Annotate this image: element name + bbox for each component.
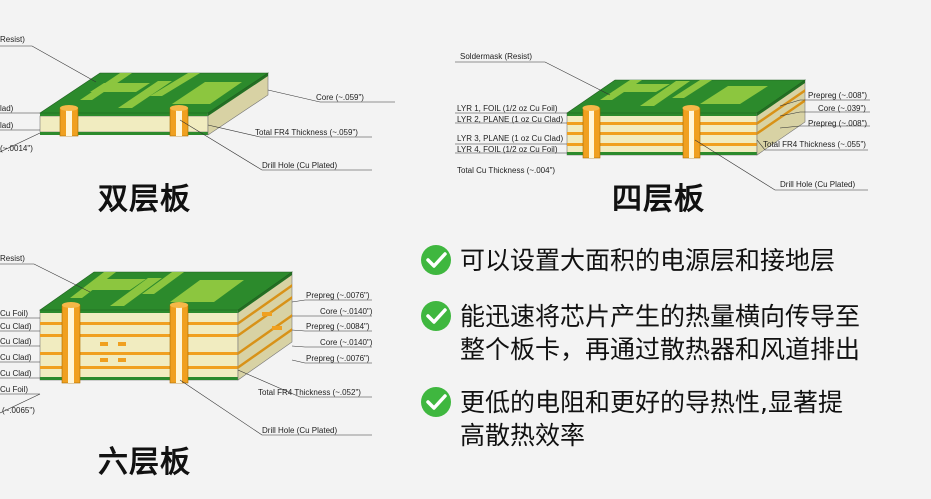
check-icon <box>421 301 451 331</box>
bullet-text: 整个板卡，再通过散热器和风道排出 <box>460 335 861 364</box>
lyr3-label: LYR 3, PLANE (1 oz Cu Clad) <box>457 134 564 143</box>
core-label: Core (~.039") <box>818 104 866 113</box>
six-layer-title: 六层板 <box>98 445 191 480</box>
soldermask-label: Soldermask (Resist) <box>460 52 533 61</box>
drill-hole-label: Drill Hole (Cu Plated) <box>262 426 338 435</box>
layer-label: Cu Foil) <box>0 309 29 318</box>
resist-label: Resist) <box>0 254 25 263</box>
layer-label: Cu Clad) <box>0 322 32 331</box>
bullet-text: 能迅速将芯片产生的热量横向传导至 <box>460 302 861 331</box>
lyr2-label: LYR 2, PLANE (1 oz Cu Clad) <box>457 115 564 124</box>
prepreg-label: Prepreg (~.0076") <box>306 291 370 300</box>
lyr1-label: LYR 1, FOIL (1/2 oz Cu Foil) <box>457 104 558 113</box>
four-layer-title: 四层板 <box>612 182 705 217</box>
layer-label: Cu Clad) <box>0 353 32 362</box>
prepreg-label: Prepreg (~.0076") <box>306 354 370 363</box>
prepreg-label: Prepreg (~.008") <box>808 119 868 128</box>
core-label: Core (~.059") <box>316 93 364 102</box>
total-thickness-label: Total FR4 Thickness (~.059") <box>255 128 358 137</box>
six-layer-board <box>0 263 372 436</box>
prepreg-label: Prepreg (~.008") <box>808 91 868 100</box>
resist-label: Resist) <box>0 35 25 44</box>
layer-label: Cu Clad) <box>0 337 32 346</box>
bullet-text: 更低的电阻和更好的导热性,显著提 <box>460 388 843 417</box>
total-cu-label: Total Cu Thickness (~.004") <box>457 166 556 175</box>
drill-hole-label: Drill Hole (Cu Plated) <box>780 180 856 189</box>
layer-label: Cu Clad) <box>0 369 32 378</box>
four-layer-board <box>455 61 870 191</box>
drill-hole-label: Drill Hole (Cu Plated) <box>262 161 338 170</box>
bullet-text: 高散热效率 <box>460 421 586 450</box>
core-label: Core (~.0140") <box>320 338 373 347</box>
clad-label: lad) <box>0 104 14 113</box>
double-layer-title: 双层板 <box>98 182 191 217</box>
layer-label: Cu Foil) <box>0 385 29 394</box>
bullet-text: 可以设置大面积的电源层和接地层 <box>460 246 836 275</box>
clad-label: lad) <box>0 121 14 130</box>
total-thickness-label: Total FR4 Thickness (~.055") <box>763 140 866 149</box>
core-label: Core (~.0140") <box>320 307 373 316</box>
thickness-label: (~.0065") <box>2 406 35 415</box>
thickness-label: (~.0014") <box>0 144 33 153</box>
check-icon <box>421 387 451 417</box>
check-icon <box>421 245 451 275</box>
double-layer-board <box>0 45 395 171</box>
prepreg-label: Prepreg (~.0084") <box>306 322 370 331</box>
lyr4-label: LYR 4, FOIL (1/2 oz Cu Foil) <box>457 145 558 154</box>
total-thickness-label: Total FR4 Thickness (~.052") <box>258 388 361 397</box>
